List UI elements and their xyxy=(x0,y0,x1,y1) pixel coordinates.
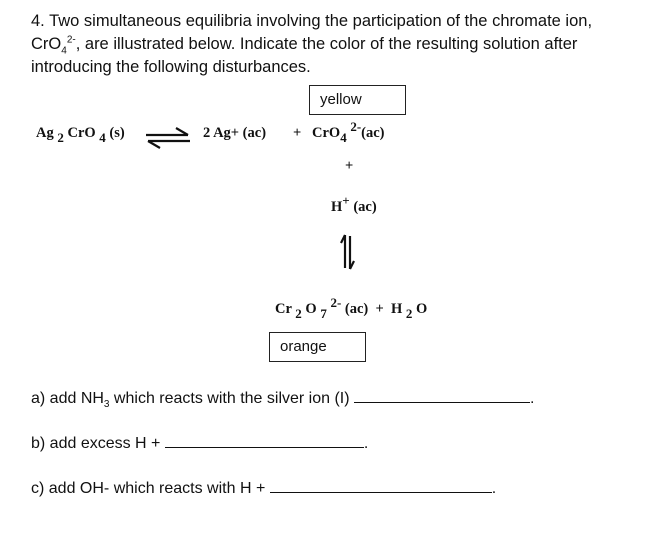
orange-label-box: orange xyxy=(269,332,366,362)
reactant-silver-chromate: Ag 2 CrO 4 (s) xyxy=(36,125,125,145)
orange-label: orange xyxy=(280,338,327,355)
part-a: a) add NH3 which reacts with the silver … xyxy=(31,388,535,411)
equilibrium-arrow-horizontal-icon xyxy=(146,127,190,149)
product-silver-ion: 2 Ag+ (ac) xyxy=(203,125,267,141)
yellow-label: yellow xyxy=(320,91,362,108)
question-line-1: 4. Two simultaneous equilibria involving… xyxy=(31,12,593,30)
answer-blank-c[interactable] xyxy=(269,478,492,493)
plus-sign-vertical: + xyxy=(345,158,354,174)
hydrogen-ion: H+ (ac) xyxy=(331,193,377,215)
part-c: c) add OH- which reacts with H + . xyxy=(31,478,497,497)
yellow-label-box: yellow xyxy=(309,85,406,115)
part-b: b) add excess H + . xyxy=(31,433,369,452)
dichromate-water: Cr 2 O 7 2- (ac) + H 2 O xyxy=(275,295,428,321)
question-line-2: CrO42-, are illustrated below. Indicate … xyxy=(31,34,578,57)
question-line-3: introducing the following disturbances. xyxy=(31,58,311,76)
plus-sign: + xyxy=(293,125,302,141)
equilibrium-arrow-vertical-icon xyxy=(340,234,355,270)
question-text: 4. Two simultaneous equilibria involving… xyxy=(31,10,631,79)
product-chromate: CrO4 2-(ac) xyxy=(312,119,385,145)
answer-blank-b[interactable] xyxy=(164,433,364,448)
answer-blank-a[interactable] xyxy=(354,388,531,403)
